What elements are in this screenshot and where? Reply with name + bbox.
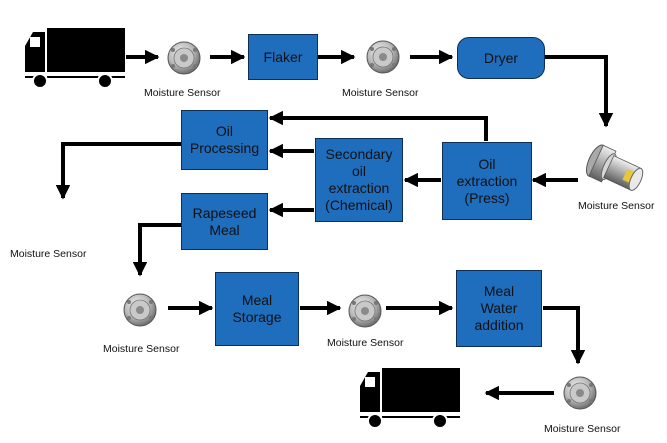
secondary-oil-extraction-box: Secondary oil extraction (Chemical) [315,138,403,222]
truck-icon-outgoing [359,367,461,429]
sensor-label: Moisture Sensor [10,248,87,260]
moisture-sensor-icon [563,376,597,410]
sensor-label: Moisture Sensor [342,87,419,99]
sensor-label: Moisture Sensor [544,423,621,435]
rapeseed-meal-box: Rapeseed Meal [181,193,268,250]
sensor-label: Moisture Sensor [578,200,655,212]
arrow-dryer-to-sensor3 [545,55,614,128]
moisture-sensor-icon [366,40,400,74]
arrow-press-to-oil-processing [268,110,488,141]
meal-water-addition-box: Meal Water addition [456,270,542,347]
arrow-oil-processing-to-sensor [55,142,181,200]
meal-storage-box: Meal Storage [215,272,299,346]
arrow-water-to-sensor6 [543,306,586,365]
sensor-label: Moisture Sensor [144,87,221,99]
flaker-box: Flaker [248,34,318,80]
arrow-rapeseed-meal-to-sensor [132,223,181,277]
sensor-label: Moisture Sensor [327,337,404,349]
oil-processing-box: Oil Processing [181,110,268,170]
truck-icon-incoming [24,27,126,89]
arrows [55,49,614,401]
moisture-sensor-icon [167,41,201,75]
moisture-sensor-icon [348,294,382,328]
moisture-sensor-icon [585,144,644,191]
dryer-box: Dryer [457,37,545,79]
oil-extraction-press-box: Oil extraction (Press) [442,142,532,220]
moisture-sensor-icon [123,293,157,327]
sensor-label: Moisture Sensor [103,343,180,355]
